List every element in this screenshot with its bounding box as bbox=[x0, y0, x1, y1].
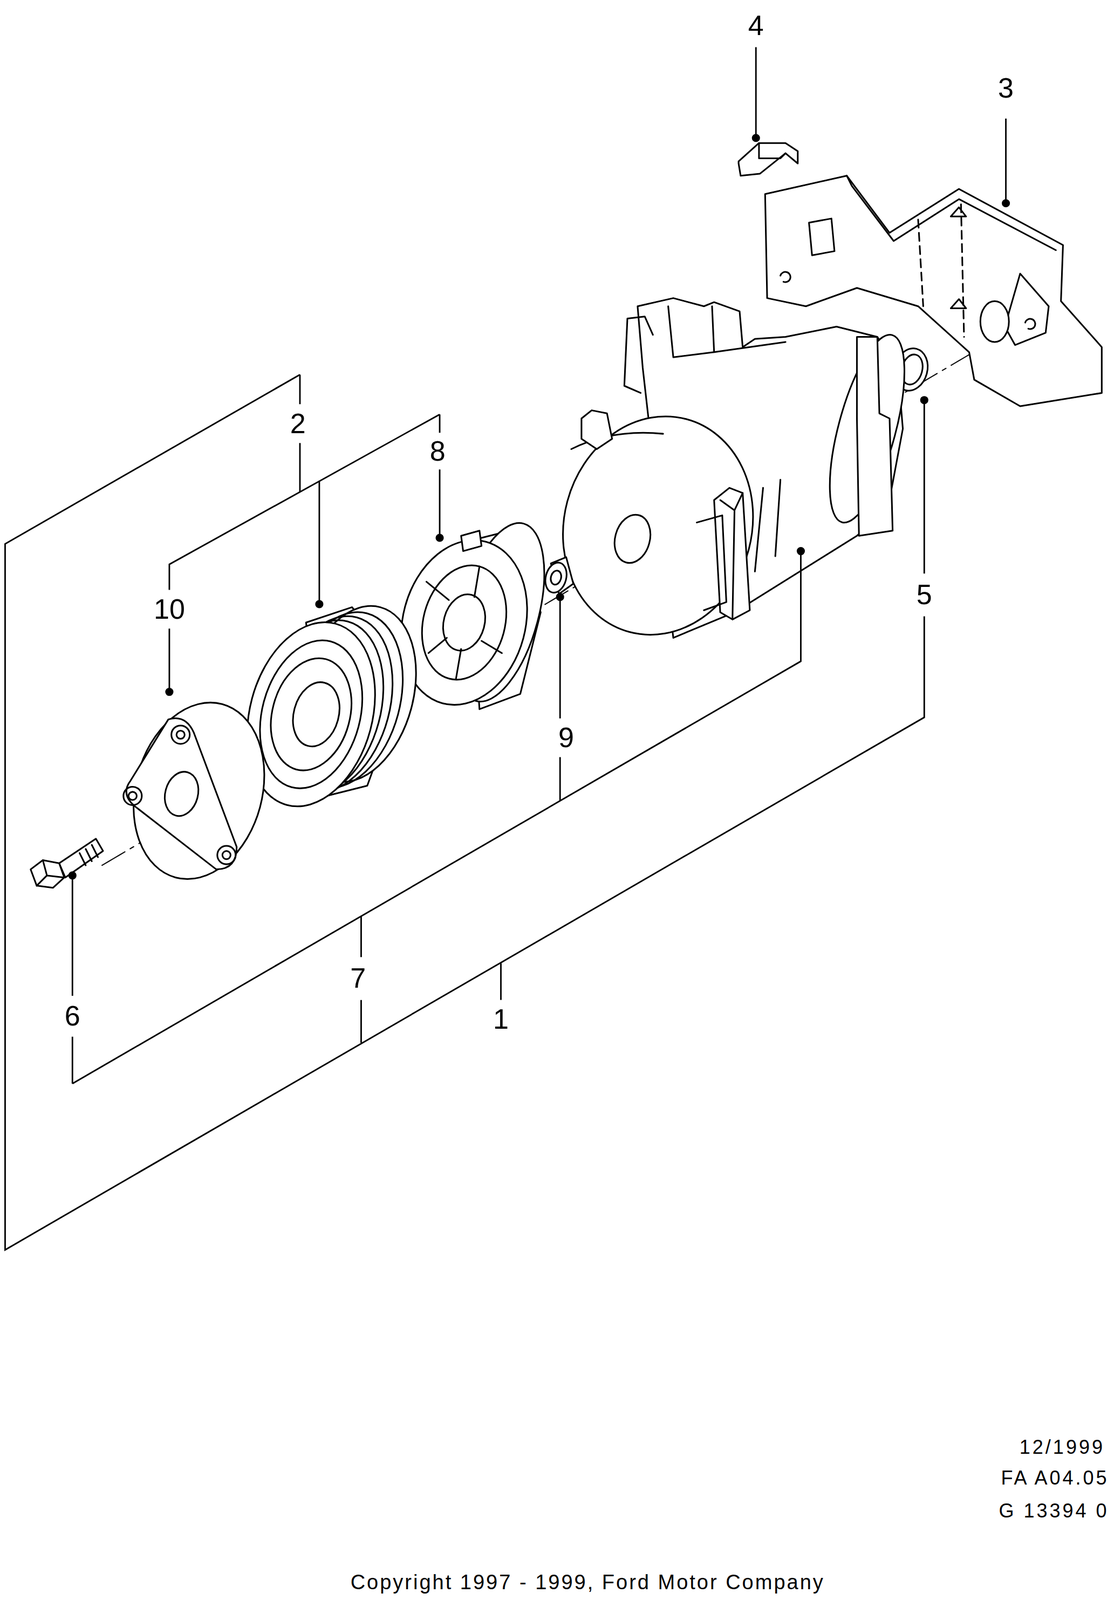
callout-number: 7 bbox=[350, 964, 366, 993]
clutch-hub bbox=[114, 687, 284, 894]
compressor-body bbox=[538, 298, 920, 657]
callout-number: 1 bbox=[493, 1005, 509, 1034]
callout-number: 6 bbox=[64, 1001, 81, 1030]
date-stamp: 12/1999 bbox=[1019, 1437, 1105, 1458]
callout-number: 8 bbox=[429, 436, 446, 466]
spacer-bushing bbox=[542, 557, 574, 596]
bolt bbox=[30, 838, 104, 888]
callout-number: 5 bbox=[916, 580, 933, 609]
callout-number: 9 bbox=[558, 723, 574, 752]
callout-number: 3 bbox=[998, 73, 1014, 102]
figure-code: FA A04.05 bbox=[1000, 1468, 1109, 1488]
leader-dots bbox=[68, 133, 1010, 880]
callout-number: 2 bbox=[290, 409, 306, 438]
figure-code: G 13394 0 bbox=[998, 1501, 1109, 1521]
retaining-clip bbox=[738, 142, 798, 176]
callout-number: 10 bbox=[153, 595, 186, 624]
callout-number: 4 bbox=[748, 11, 764, 40]
leader-lines bbox=[4, 46, 1006, 1250]
copyright-note: Copyright 1997 - 1999, Ford Motor Compan… bbox=[350, 1572, 825, 1593]
